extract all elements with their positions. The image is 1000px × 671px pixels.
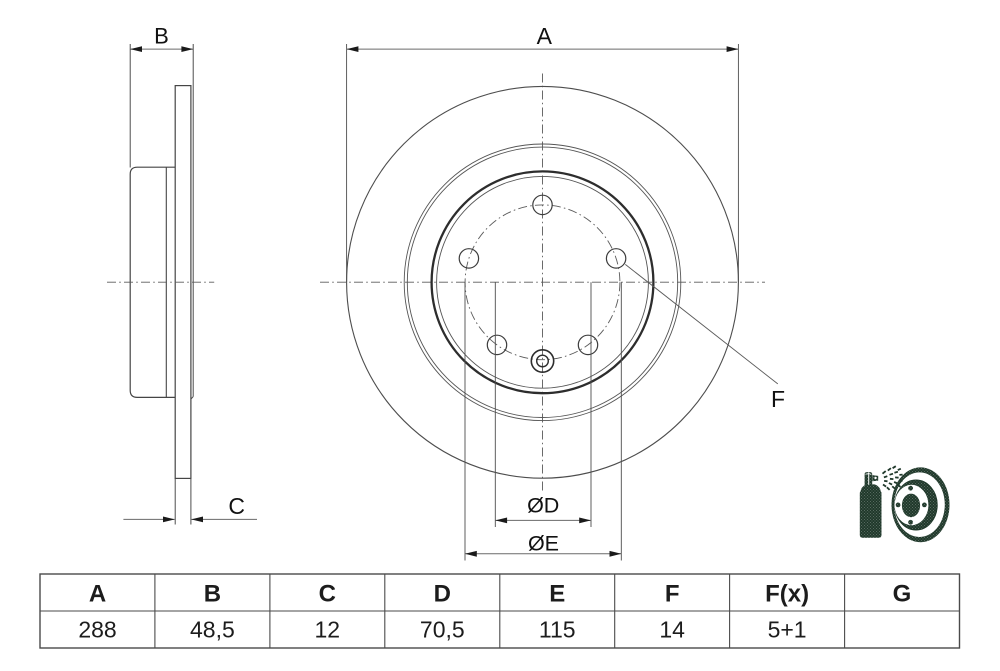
- svg-text:B: B: [154, 24, 169, 49]
- svg-text:C: C: [228, 493, 245, 519]
- svg-text:G: G: [893, 580, 912, 607]
- svg-text:14: 14: [659, 617, 685, 643]
- svg-text:5+1: 5+1: [768, 617, 807, 643]
- svg-text:ØE: ØE: [528, 532, 559, 556]
- svg-text:288: 288: [78, 617, 116, 643]
- svg-text:F: F: [665, 580, 680, 607]
- svg-text:A: A: [537, 23, 553, 49]
- svg-text:F(x): F(x): [765, 580, 809, 607]
- svg-text:F: F: [771, 386, 785, 412]
- svg-text:48,5: 48,5: [190, 617, 235, 643]
- svg-text:C: C: [319, 580, 336, 607]
- svg-text:D: D: [434, 580, 451, 607]
- svg-text:12: 12: [315, 617, 341, 643]
- svg-text:70,5: 70,5: [420, 617, 465, 643]
- svg-text:B: B: [204, 580, 221, 607]
- svg-text:ØD: ØD: [527, 494, 559, 518]
- svg-text:E: E: [549, 580, 565, 607]
- svg-text:A: A: [89, 580, 106, 607]
- svg-text:115: 115: [539, 617, 576, 643]
